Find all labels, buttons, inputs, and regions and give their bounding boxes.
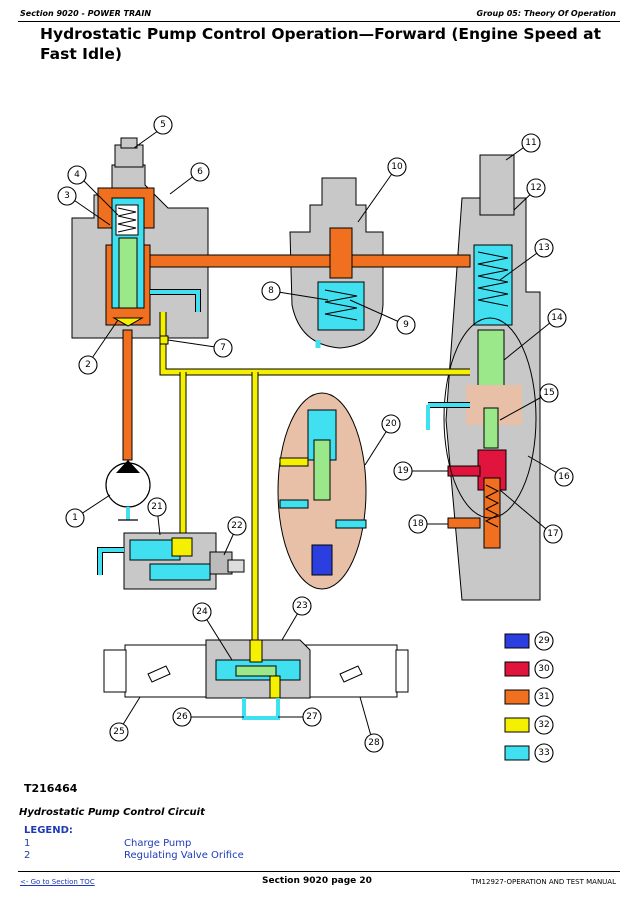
svg-text:20: 20 — [385, 419, 397, 429]
svg-text:33: 33 — [538, 748, 549, 758]
svg-text:31: 31 — [538, 692, 549, 702]
svg-text:10: 10 — [391, 162, 403, 172]
regulating-valve — [97, 187, 471, 327]
solenoid-valve — [97, 532, 245, 590]
legend-item-text: Regulating Valve Orifice — [124, 850, 244, 861]
legend-item-text: Charge Pump — [124, 838, 192, 849]
callout-24: 24 — [192, 602, 212, 622]
svg-text:16: 16 — [558, 472, 570, 482]
callout-16: 16 — [554, 467, 574, 487]
callout-15: 15 — [539, 383, 559, 403]
svg-text:14: 14 — [551, 313, 563, 323]
callout-26: 26 — [172, 707, 192, 727]
key-swatch-31 — [504, 689, 530, 705]
header-divider — [18, 21, 620, 22]
control-spool — [426, 154, 537, 549]
callout-25: 25 — [109, 722, 129, 742]
callout-13: 13 — [534, 238, 554, 258]
callout-11: 11 — [521, 133, 541, 153]
svg-text:28: 28 — [368, 738, 380, 748]
color-key — [504, 633, 530, 761]
svg-text:4: 4 — [74, 170, 80, 180]
svg-text:15: 15 — [543, 388, 554, 398]
svg-text:9: 9 — [403, 320, 409, 330]
svg-text:7: 7 — [220, 343, 226, 353]
section-toc-link[interactable]: <- Go to Section TOC — [20, 878, 95, 886]
callout-30: 30 — [534, 659, 554, 679]
svg-text:32: 32 — [538, 720, 549, 730]
callout-numbers: 5 6 4 3 2 7 10 8 9 11 12 13 14 15 16 19 … — [57, 115, 574, 763]
callout-2: 2 — [78, 355, 98, 375]
callout-17: 17 — [543, 524, 563, 544]
svg-text:25: 25 — [113, 727, 124, 737]
svg-text:30: 30 — [538, 664, 550, 674]
page-number: Section 9020 page 20 — [262, 876, 372, 886]
callout-20: 20 — [381, 414, 401, 434]
svg-text:19: 19 — [397, 466, 409, 476]
svg-text:24: 24 — [196, 607, 208, 617]
spool-detail-view — [277, 392, 367, 590]
svg-text:27: 27 — [306, 712, 317, 722]
callout-3: 3 — [57, 186, 77, 206]
callout-27: 27 — [302, 707, 322, 727]
callout-23: 23 — [292, 596, 312, 616]
legend-item-number: 2 — [24, 850, 31, 861]
charge-pump-symbol — [105, 460, 151, 521]
figure-id: T216464 — [24, 782, 78, 795]
callout-18: 18 — [408, 514, 428, 534]
svg-text:6: 6 — [197, 167, 203, 177]
callout-4: 4 — [67, 165, 87, 185]
svg-text:26: 26 — [176, 712, 188, 722]
svg-text:11: 11 — [525, 138, 536, 148]
key-swatch-29 — [504, 633, 530, 649]
callout-19: 19 — [393, 461, 413, 481]
page-title: Hydrostatic Pump Control Operation—Forwa… — [40, 25, 602, 63]
callout-21: 21 — [147, 497, 167, 517]
key-swatch-30 — [504, 661, 530, 677]
callout-14: 14 — [547, 308, 567, 328]
svg-text:18: 18 — [412, 519, 424, 529]
callout-29: 29 — [534, 631, 554, 651]
callout-33: 33 — [534, 743, 554, 763]
svg-text:8: 8 — [268, 286, 274, 296]
key-swatch-32 — [504, 717, 530, 733]
callout-28: 28 — [364, 733, 384, 753]
svg-text:13: 13 — [538, 243, 549, 253]
svg-text:21: 21 — [151, 502, 162, 512]
key-swatch-33 — [504, 745, 530, 761]
callout-10: 10 — [387, 157, 407, 177]
svg-text:3: 3 — [64, 191, 70, 201]
legend-heading: LEGEND: — [24, 825, 73, 836]
callout-6: 6 — [190, 162, 210, 182]
callout-1: 1 — [65, 508, 85, 528]
charge-pump-supply-line — [122, 329, 133, 461]
legend-item-number: 1 — [24, 838, 31, 849]
svg-text:2: 2 — [85, 360, 91, 370]
footer-divider — [18, 871, 620, 872]
manual-name: TM12927-OPERATION AND TEST MANUAL — [471, 878, 616, 886]
section-header: Section 9020 - POWER TRAIN — [20, 9, 152, 18]
figure-caption: Hydrostatic Pump Control Circuit — [19, 807, 205, 818]
svg-text:5: 5 — [160, 120, 166, 130]
callout-5: 5 — [153, 115, 173, 135]
callout-31: 31 — [534, 687, 554, 707]
directional-solenoid-valve — [103, 639, 409, 720]
svg-text:29: 29 — [538, 636, 550, 646]
svg-text:17: 17 — [547, 529, 558, 539]
callout-22: 22 — [227, 516, 247, 536]
callout-9: 9 — [396, 315, 416, 335]
callout-8: 8 — [261, 281, 281, 301]
callout-7: 7 — [213, 338, 233, 358]
charge-pressure-lines — [159, 312, 470, 640]
svg-text:23: 23 — [296, 601, 307, 611]
svg-text:1: 1 — [72, 513, 78, 523]
callout-12: 12 — [526, 178, 546, 198]
callout-32: 32 — [534, 715, 554, 735]
svg-text:22: 22 — [231, 521, 242, 531]
group-header: Group 05: Theory Of Operation — [476, 9, 616, 18]
svg-text:12: 12 — [530, 183, 541, 193]
